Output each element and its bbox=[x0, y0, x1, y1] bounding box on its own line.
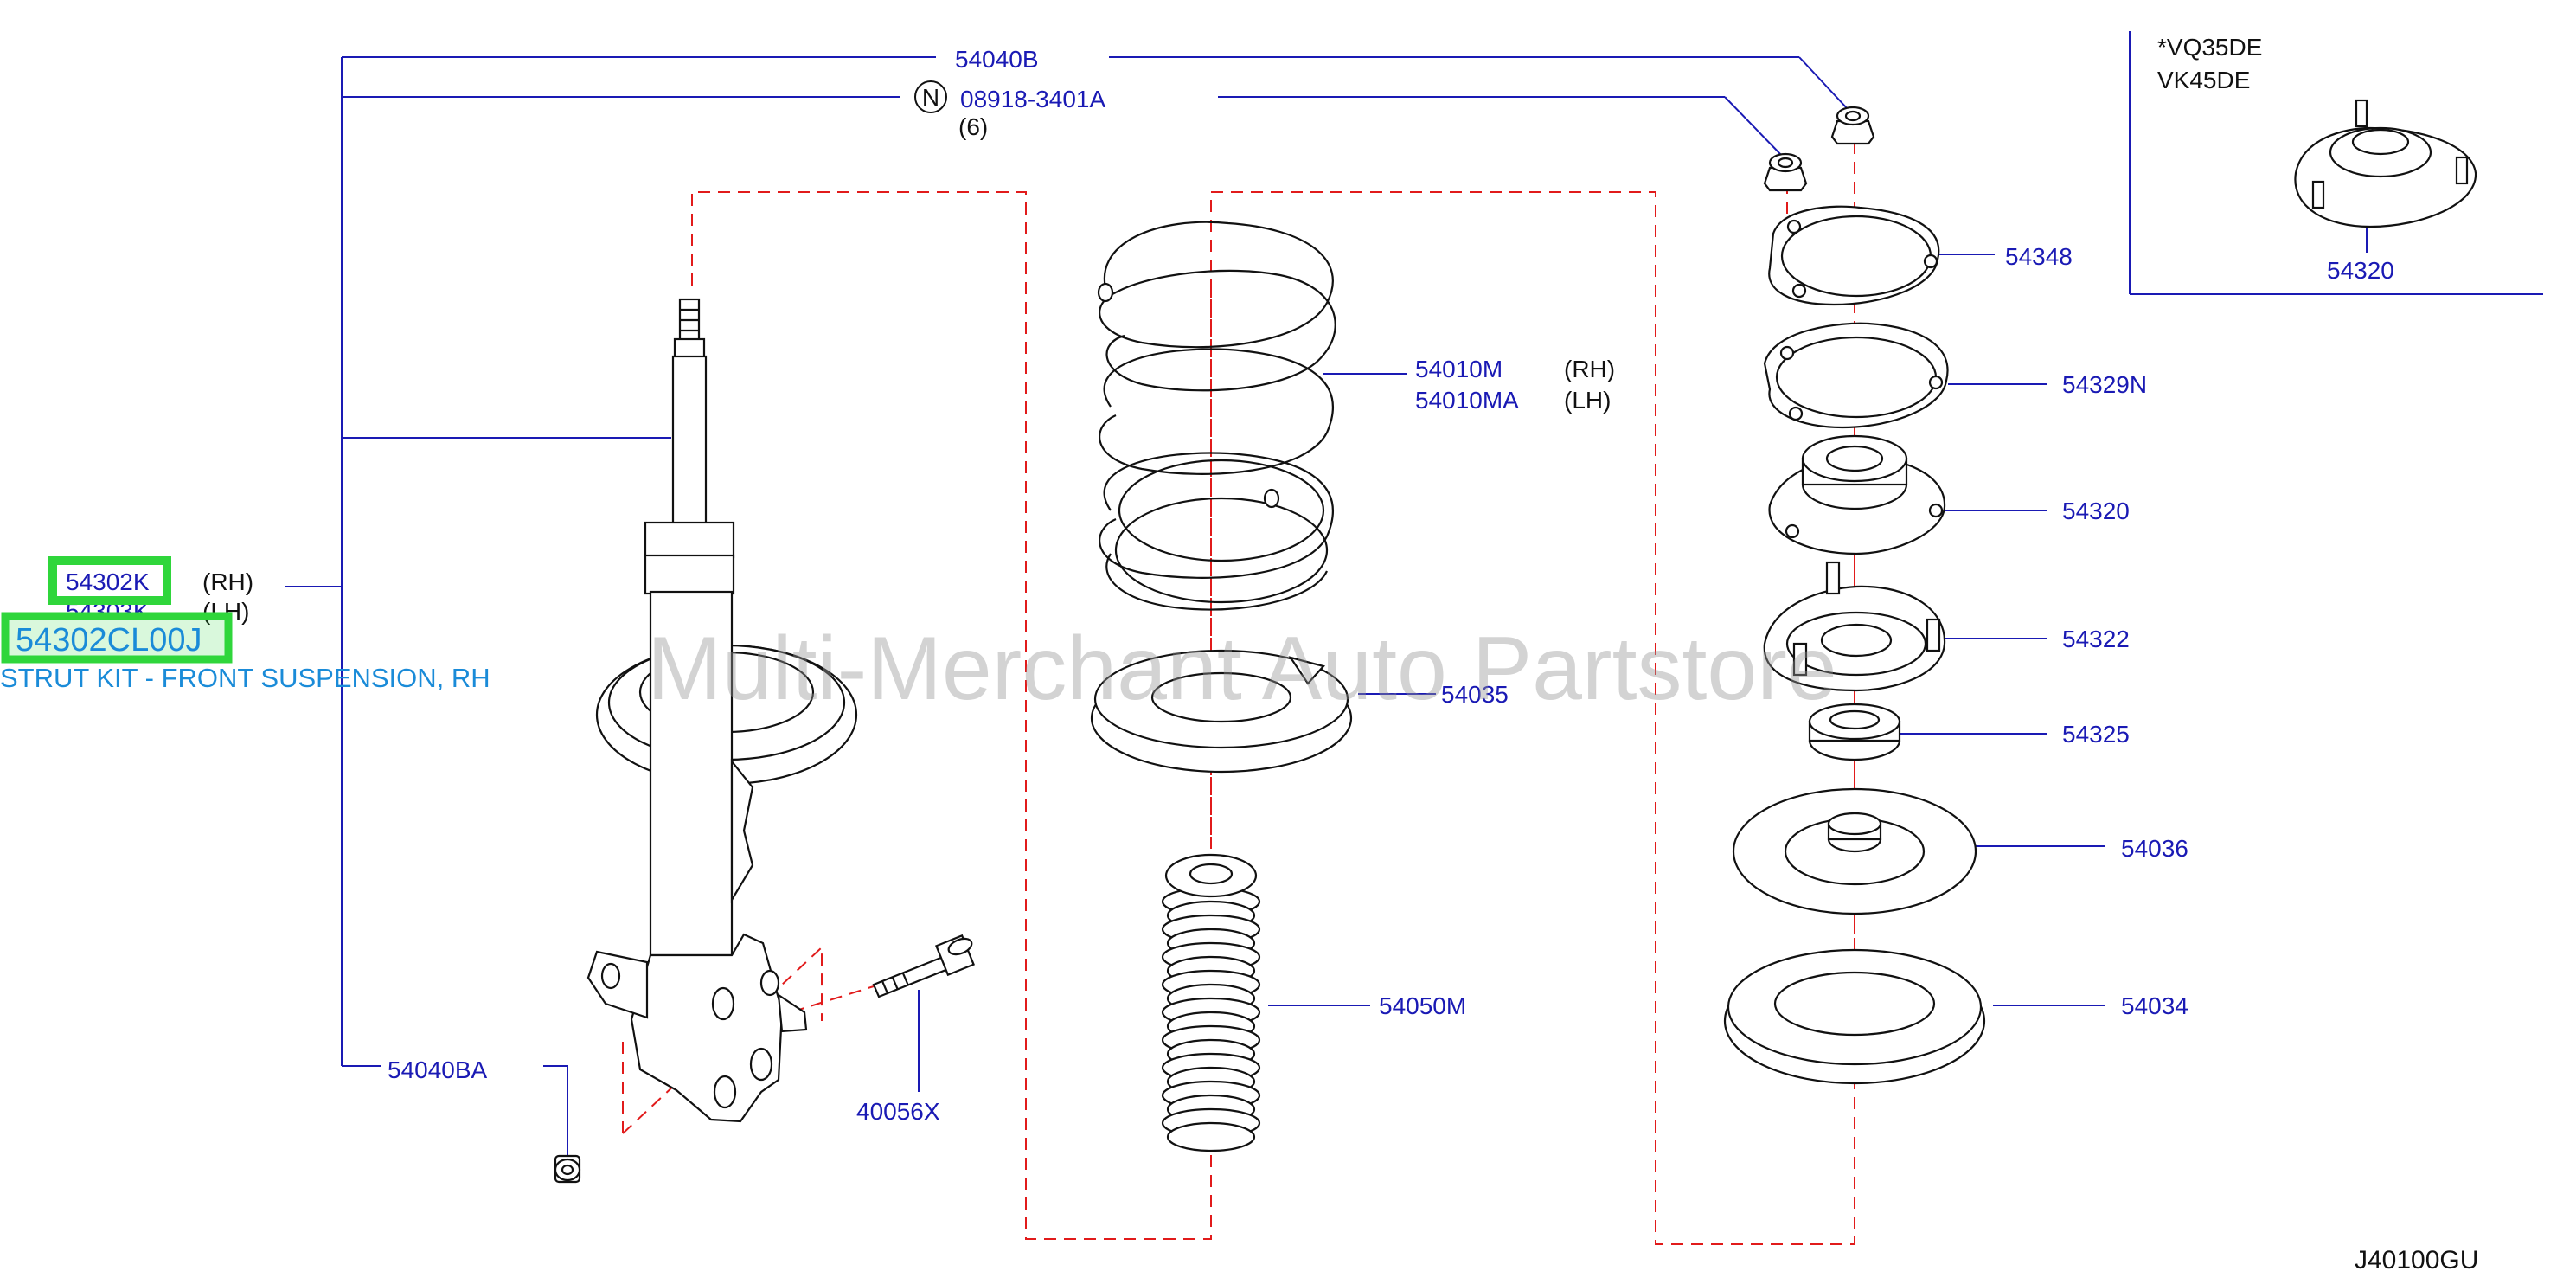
part-54302K-side: (RH) bbox=[202, 568, 253, 595]
bearing-54325-drawing bbox=[1808, 703, 1901, 761]
part-54322[interactable]: 54322 bbox=[2062, 626, 2130, 652]
part-54010MA-side: (LH) bbox=[1564, 387, 1611, 414]
part-54320[interactable]: 54320 bbox=[2062, 498, 2130, 524]
nut-drawing bbox=[554, 1154, 581, 1184]
inset-mount-drawing bbox=[2294, 99, 2477, 228]
coil-spring-drawing bbox=[1097, 221, 1336, 611]
part-labels: 54040B 08918-3401A (6) 54302K (RH) 54303… bbox=[66, 34, 2394, 1125]
part-54329N[interactable]: 54329N bbox=[2062, 371, 2147, 398]
boot-ring bbox=[1166, 1121, 1256, 1152]
part-54036[interactable]: 54036 bbox=[2121, 835, 2188, 862]
engine-note-line1: *VQ35DE bbox=[2157, 34, 2262, 61]
rubber-seat-drawing bbox=[1090, 649, 1353, 774]
mount-54322-drawing bbox=[1763, 561, 1946, 692]
boot-drawing bbox=[1161, 853, 1261, 1152]
part-54302K[interactable]: 54302K bbox=[66, 568, 150, 595]
n-marker-letter: N bbox=[922, 84, 939, 111]
boot-hole bbox=[1189, 863, 1234, 885]
part-54320-inset[interactable]: 54320 bbox=[2327, 257, 2394, 284]
part-54010M-side: (RH) bbox=[1564, 356, 1615, 382]
watermark-text: Multi-Merchant Auto Partstore bbox=[647, 619, 1837, 719]
part-54050M[interactable]: 54050M bbox=[1379, 992, 1466, 1019]
part-54010M[interactable]: 54010M bbox=[1415, 356, 1503, 382]
part-54040BA[interactable]: 54040BA bbox=[388, 1056, 488, 1083]
part-08918-3401A[interactable]: 08918-3401A bbox=[960, 86, 1105, 112]
bolt-drawing bbox=[872, 934, 976, 998]
n-marker: N bbox=[914, 80, 947, 113]
part-54040B[interactable]: 54040B bbox=[955, 46, 1039, 73]
gasket-54329N-drawing bbox=[1763, 322, 1949, 429]
highlighted-part-description: STRUT KIT - FRONT SUSPENSION, RH bbox=[0, 663, 490, 693]
part-40056X[interactable]: 40056X bbox=[856, 1098, 940, 1125]
part-54035[interactable]: 54035 bbox=[1441, 681, 1509, 708]
highlighted-part-number[interactable]: 54302CL00J bbox=[16, 622, 202, 658]
seat-54036-drawing bbox=[1732, 787, 1977, 915]
part-highlight: 54302CL00J STRUT KIT - FRONT SUSPENSION,… bbox=[0, 556, 490, 693]
strut-assembly-drawing bbox=[586, 298, 858, 1123]
part-54348[interactable]: 54348 bbox=[2005, 243, 2073, 270]
insulator-54034-drawing bbox=[1723, 948, 1986, 1085]
plate-54348-drawing bbox=[1768, 205, 1940, 306]
part-54034[interactable]: 54034 bbox=[2121, 992, 2188, 1019]
part-54325[interactable]: 54325 bbox=[2062, 721, 2130, 748]
part-54010MA[interactable]: 54010MA bbox=[1415, 387, 1519, 414]
mount-nuts-drawing bbox=[1763, 106, 1875, 192]
diagram-code: J40100GU bbox=[2355, 1246, 2478, 1274]
part-08918-qty: (6) bbox=[958, 113, 988, 140]
mount-54320-drawing bbox=[1768, 434, 1946, 555]
leader-lines bbox=[285, 31, 2543, 1156]
engine-note-line2: VK45DE bbox=[2157, 67, 2250, 93]
